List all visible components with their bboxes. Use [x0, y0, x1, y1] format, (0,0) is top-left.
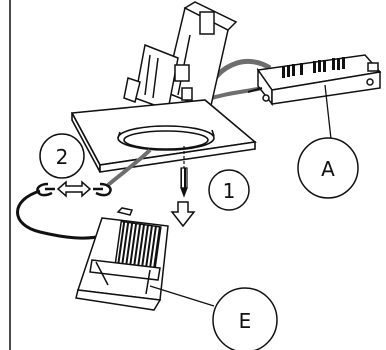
connector-left [36, 182, 55, 197]
callout-a-circle [297, 137, 359, 199]
mounting-screw [180, 146, 188, 198]
driver-box [247, 54, 382, 107]
step-1-label: 1 [223, 179, 236, 203]
led-module [75, 207, 169, 311]
leader-e [149, 285, 215, 307]
arrow-down-icon [170, 201, 196, 228]
double-arrow-icon [56, 180, 92, 198]
connector-right [93, 182, 112, 197]
step-2-label: 2 [56, 145, 69, 169]
cable-to-module [16, 189, 103, 240]
callout-e-label: E [239, 309, 252, 333]
step-1-circle [208, 169, 250, 211]
cable-from-connector-up [106, 148, 152, 187]
step-2-circle [39, 133, 85, 179]
fixture-housing [123, 1, 238, 112]
callout-a-label: A [321, 157, 335, 181]
callout-e-circle [212, 287, 278, 350]
trim-plate [70, 99, 257, 173]
